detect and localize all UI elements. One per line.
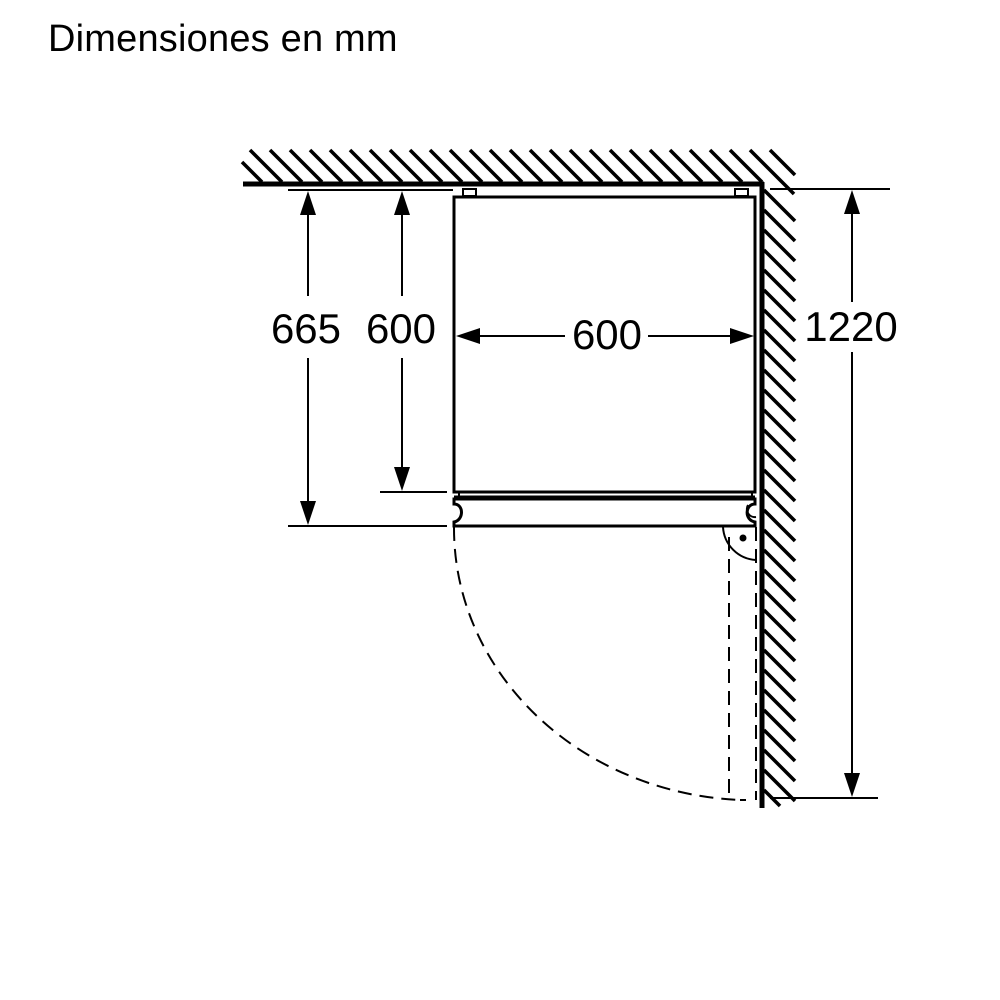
- door-swing-arc: [452, 526, 757, 801]
- appliance-body: [452, 188, 757, 528]
- hinge-detail: [722, 504, 757, 561]
- dimension-600-width: 600: [456, 311, 754, 358]
- door-swing-clearance-label: 1220: [804, 303, 897, 350]
- width-label: 600: [572, 311, 642, 358]
- dimension-665: 665: [271, 191, 341, 525]
- extension-lines: [288, 188, 890, 799]
- depth-body-label: 600: [366, 305, 436, 352]
- dimension-600-depth: 600: [366, 191, 436, 491]
- right-wall-hatching: [762, 188, 797, 808]
- diagram-title: Dimensiones en mm: [48, 18, 398, 60]
- top-wall-hatching: [240, 148, 797, 196]
- depth-with-door-label: 665: [271, 305, 341, 352]
- dimension-1220: 1220: [804, 190, 898, 797]
